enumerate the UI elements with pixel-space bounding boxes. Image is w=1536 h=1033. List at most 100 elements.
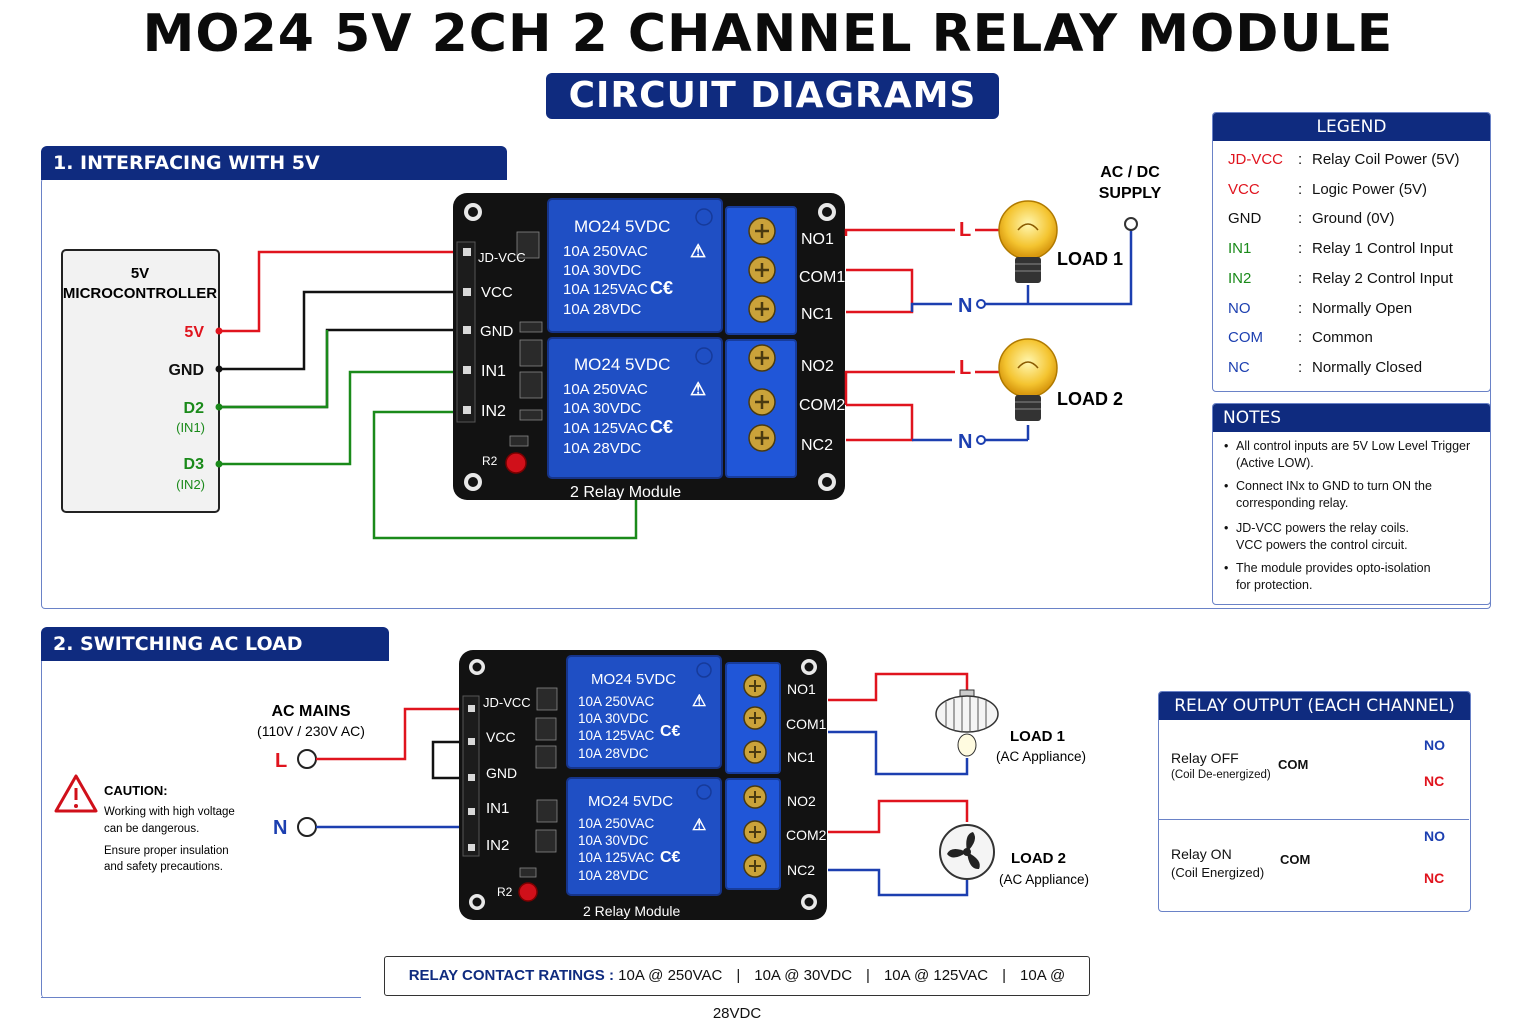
legend-row: GND:Ground (0V) (1228, 204, 1395, 234)
bulb-icon-2 (998, 338, 1058, 421)
legend-key: NO (1228, 299, 1251, 317)
legend-separator: : (1298, 329, 1303, 347)
relay-output-box: RELAY OUTPUT (EACH CHANNEL) (1158, 691, 1471, 912)
m2-term-nc2: NC2 (787, 862, 815, 878)
bulb-icon-1 (998, 200, 1058, 283)
note-item: •JD-VCC powers the relay coils.VCC power… (1224, 520, 1486, 554)
wire-com2-loop (846, 403, 914, 442)
svg-text:C€: C€ (660, 723, 681, 740)
s2-load1-sub: (AC Appliance) (996, 749, 1086, 764)
legend-separator: : (1298, 269, 1303, 287)
wire-n1b (979, 228, 1133, 306)
legend-key: NC (1228, 358, 1250, 376)
mcu-pin-5v: 5V (184, 324, 204, 341)
relay-on-no: NO (1424, 828, 1445, 844)
m2-relay2-rating1: 10A 250VAC (578, 816, 655, 831)
note-line: VCC powers the control circuit. (1236, 538, 1408, 552)
svg-text:⚠: ⚠ (692, 817, 706, 834)
legend-key: VCC (1228, 180, 1260, 198)
legend-separator: : (1298, 240, 1303, 258)
notes-heading: NOTES (1213, 404, 1490, 432)
caution-line4: and safety precautions. (104, 861, 223, 873)
s1-n2: N (958, 431, 972, 453)
wire-com1-loop (846, 268, 914, 314)
relay-module-1 (453, 193, 845, 500)
section2-heading: 2. SWITCHING AC LOAD (EXAMPLE) (41, 627, 389, 689)
m1-relay1-rating3: 10A 125VAC (563, 281, 648, 298)
mcu-pin-d2-sub: (IN1) (176, 420, 205, 435)
caution-line1: Working with high voltage (104, 806, 235, 818)
page-subtitle: CIRCUIT DIAGRAMS (546, 73, 999, 119)
svg-text:⚠: ⚠ (690, 379, 706, 399)
m2-term-com1: COM1 (786, 716, 827, 732)
relay-off-nc: NC (1424, 773, 1445, 789)
s2-wire-l (316, 707, 478, 761)
m1-term-nc2: NC2 (801, 437, 833, 454)
legend-key: IN2 (1228, 269, 1252, 287)
m2-relay2-model: MO24 5VDC (588, 793, 673, 810)
m2-board-label: 2 Relay Module (583, 903, 680, 919)
m2-term-com2: COM2 (786, 827, 827, 843)
section1-heading: 1. INTERFACING WITH 5V MICROCONTROLLER (41, 146, 507, 208)
rating-value: 10A @ 28VDC (712, 967, 1066, 1022)
legend-row: VCC:Logic Power (5V) (1228, 175, 1427, 205)
legend-separator: : (1298, 210, 1303, 228)
s2-load2-sub: (AC Appliance) (999, 872, 1089, 887)
legend-separator: : (1298, 299, 1303, 317)
note-item: •All control inputs are 5V Low Level Tri… (1224, 438, 1486, 472)
m1-pin-in2: IN2 (481, 403, 506, 420)
m2-relay1-rating3: 10A 125VAC (578, 728, 655, 743)
rating-value: 10A @ 250VAC (618, 967, 723, 984)
supply-line1: AC / DC (1100, 164, 1160, 181)
m2-pin-in1: IN1 (486, 800, 509, 817)
legend-row: IN1:Relay 1 Control Input (1228, 234, 1453, 264)
notes-box: NOTES (1212, 403, 1491, 605)
relay-on-nc: NC (1424, 870, 1445, 886)
note-line: (Active LOW). (1236, 456, 1314, 470)
legend-desc: Common (1312, 329, 1373, 347)
m1-led-label: R2 (482, 454, 498, 468)
s1-load1: LOAD 1 (1057, 249, 1123, 269)
svg-text:⚠: ⚠ (692, 693, 706, 710)
s1-l2: L (959, 357, 971, 379)
warning-icon (54, 774, 98, 813)
bullet-icon: • (1224, 521, 1229, 535)
s2-wire-load1-blue (828, 730, 969, 776)
m1-pin-vcc: VCC (481, 284, 513, 301)
relay-on-sub: (Coil Energized) (1171, 865, 1265, 880)
ratings-separator: | (866, 967, 870, 984)
caution-line2: can be dangerous. (104, 823, 199, 835)
s2-l: L (275, 750, 287, 772)
m2-led-label: R2 (497, 885, 513, 899)
wire-gnd (219, 290, 470, 371)
m2-relay1-model: MO24 5VDC (591, 671, 676, 688)
bullet-icon: • (1224, 561, 1229, 575)
mcu-pin-d2: D2 (184, 400, 205, 417)
s2-load1: LOAD 1 (1010, 728, 1065, 745)
m2-pin-vcc: VCC (486, 729, 516, 745)
m1-relay2-rating2: 10A 30VDC (563, 400, 642, 417)
relay-off-no: NO (1424, 737, 1445, 753)
legend-key: GND (1228, 210, 1262, 228)
m1-relay1-rating1: 10A 250VAC (563, 243, 648, 260)
svg-text:⚠: ⚠ (690, 241, 706, 261)
svg-text:C€: C€ (650, 417, 673, 437)
notes-list: • All control inputs are 5V Low Level Tri… (1212, 438, 1489, 602)
caution-line3: Ensure proper insulation (104, 845, 229, 857)
m1-term-com2: COM2 (799, 397, 845, 414)
note-line: All control inputs are 5V Low Level Trig… (1236, 439, 1471, 453)
relay-off-com: COM (1278, 757, 1309, 772)
m2-pin-jdvcc: JD-VCC (483, 695, 531, 710)
m1-relay2-model: MO24 5VDC (574, 355, 670, 374)
wire-n1 (910, 302, 952, 312)
legend-desc: Normally Open (1312, 299, 1413, 317)
microcontroller-box (61, 249, 220, 513)
m2-term-no2: NO2 (787, 793, 816, 809)
relay-output-heading: RELAY OUTPUT (EACH CHANNEL) (1159, 692, 1470, 720)
note-line: The module provides opto-isolation (1236, 561, 1431, 575)
m2-term-nc1: NC1 (787, 749, 815, 765)
wire-l2 (844, 370, 955, 405)
m1-relay1-rating4: 10A 28VDC (563, 301, 642, 318)
note-line: for protection. (1236, 578, 1313, 592)
